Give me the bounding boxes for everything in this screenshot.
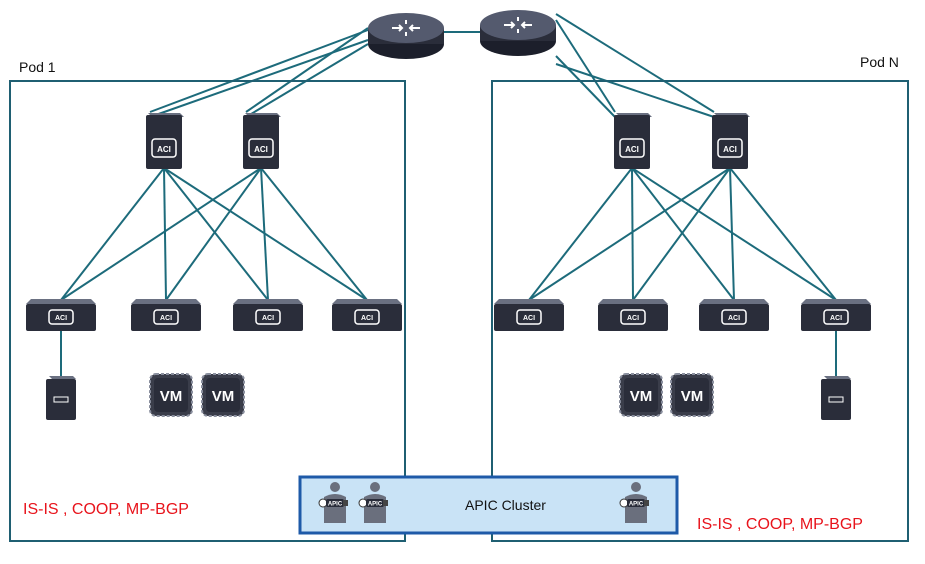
apic-controller-icon: APIC (619, 482, 649, 523)
leaf-switch-icon: ACI (26, 299, 96, 331)
apic-controller-icon: APIC (318, 482, 348, 523)
spine-switch-icon: ACI (146, 113, 184, 169)
network-link (555, 63, 715, 118)
network-link (555, 55, 616, 118)
spine-badge: ACI (723, 145, 737, 154)
apic-badge: APIC (328, 502, 343, 508)
apic-badge: APIC (368, 502, 383, 508)
network-link (260, 167, 269, 301)
network-link (60, 167, 165, 301)
links-layer (60, 13, 837, 377)
router-icon (480, 10, 556, 56)
network-link (729, 167, 735, 301)
pod-1-boundary (9, 80, 406, 542)
server-icon (46, 376, 76, 420)
network-link (163, 167, 167, 301)
leaf-switch-icon: ACI (131, 299, 201, 331)
leaf-switch-icon: ACI (233, 299, 303, 331)
pod-n-label: Pod N (860, 54, 899, 70)
virtual-machine-icon: VM (670, 373, 714, 417)
leaf-badge: ACI (830, 315, 842, 322)
leaf-badge: ACI (55, 315, 67, 322)
network-link (555, 13, 715, 113)
network-link (631, 167, 634, 301)
network-link (260, 167, 368, 301)
spine-switch-icon: ACI (243, 113, 281, 169)
network-link (60, 167, 262, 301)
network-link (632, 167, 731, 301)
leaf-badge: ACI (361, 315, 373, 322)
network-link (163, 167, 269, 301)
apic-badge: APIC (629, 502, 644, 508)
network-link (528, 167, 731, 301)
spine-switch-icon: ACI (712, 113, 750, 169)
network-link (165, 167, 262, 301)
network-link (555, 19, 616, 113)
pod-n-protocols: IS-IS , COOP, MP-BGP (697, 516, 863, 533)
leaf-switch-icon: ACI (598, 299, 668, 331)
spine-badge: ACI (254, 145, 268, 154)
vm-label: VM (630, 388, 653, 405)
network-link (245, 27, 369, 113)
router-icon (368, 13, 444, 59)
server-icon (821, 376, 851, 420)
leaf-badge: ACI (627, 315, 639, 322)
leaf-switch-icon: ACI (494, 299, 564, 331)
leaf-badge: ACI (728, 315, 740, 322)
apic-controller-icon: APIC (358, 482, 388, 523)
vm-label: VM (160, 388, 183, 405)
leaf-badge: ACI (523, 315, 535, 322)
apic-cluster-label: APIC Cluster (465, 497, 546, 513)
vm-label: VM (681, 388, 704, 405)
network-link (631, 167, 735, 301)
spine-badge: ACI (157, 145, 171, 154)
leaf-badge: ACI (160, 315, 172, 322)
network-link (528, 167, 633, 301)
leaf-switch-icon: ACI (801, 299, 871, 331)
leaf-switch-icon: ACI (332, 299, 402, 331)
virtual-machine-icon: VM (619, 373, 663, 417)
leaf-switch-icon: ACI (699, 299, 769, 331)
spine-switch-icon: ACI (614, 113, 652, 169)
pod-1-protocols: IS-IS , COOP, MP-BGP (23, 501, 189, 518)
virtual-machine-icon: VM (149, 373, 193, 417)
network-link (149, 29, 369, 113)
spine-badge: ACI (625, 145, 639, 154)
pod-n-boundary (491, 80, 909, 542)
virtual-machine-icon: VM (201, 373, 245, 417)
pod-1-label: Pod 1 (19, 59, 56, 75)
network-link (631, 167, 837, 301)
network-link (729, 167, 837, 301)
leaf-badge: ACI (262, 315, 274, 322)
vm-label: VM (212, 388, 235, 405)
